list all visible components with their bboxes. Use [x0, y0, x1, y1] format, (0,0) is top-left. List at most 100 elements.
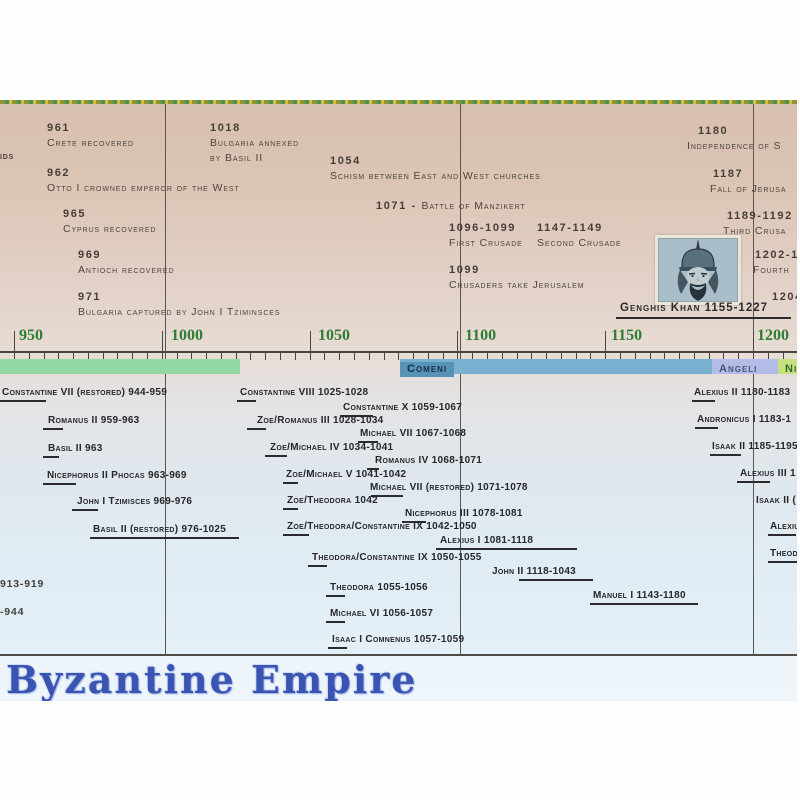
footer-strip	[0, 656, 797, 701]
emperor-entry: Nicephorus II Phocas 963-969	[47, 470, 187, 481]
emperor-reign-bar	[283, 534, 309, 536]
emperor-reign-bar	[0, 400, 46, 402]
emperor-reign-bar	[43, 456, 59, 458]
axis-tick	[383, 351, 385, 360]
emperor-entry: Michael VII 1067-1068	[360, 428, 467, 439]
event-text: Antioch recovered	[78, 264, 175, 276]
emperor-entry: Theod	[770, 548, 797, 559]
emperor-reign-bar	[283, 482, 298, 484]
axis-tick	[102, 351, 104, 360]
axis-tick	[679, 351, 681, 360]
axis-tick	[605, 331, 607, 360]
genghis-khan-reign-bar	[616, 317, 791, 319]
event-text: Otto I crowned emperor of the West	[47, 182, 240, 194]
poster-decorative-border	[0, 100, 797, 104]
emperor-entry: Constantine VII (restored) 944-959	[2, 387, 168, 398]
event-year: 965	[63, 208, 87, 220]
event-year: 961	[47, 122, 71, 134]
axis-tick	[546, 351, 548, 360]
axis-tick	[708, 351, 710, 360]
emperor-reign-bar	[308, 565, 327, 567]
poster-title: Byzantine Empire	[6, 657, 418, 701]
emperor-entry: Basil II 963	[48, 443, 103, 454]
emperor-reign-bar	[328, 647, 347, 649]
emperor-reign-bar	[436, 548, 577, 550]
emperor-reign-bar	[768, 561, 797, 563]
axis-tick	[634, 351, 636, 360]
century-gridline	[460, 104, 461, 655]
axis-tick	[73, 351, 75, 360]
event-text: Fourth	[753, 264, 790, 276]
axis-tick	[516, 351, 518, 360]
axis-tick	[220, 351, 222, 360]
axis-tick	[324, 351, 326, 360]
event-text: 1071 -	[376, 200, 422, 212]
axis-tick	[575, 351, 577, 360]
emperor-entry: Alexius II 1180-1183	[694, 387, 791, 398]
axis-tick	[132, 351, 134, 360]
emperor-entry: Theodora/Constantine IX 1050-1055	[312, 552, 482, 563]
emperor-entry: Alexius I 1081-1118	[440, 535, 534, 546]
emperor-reign-bar	[710, 454, 741, 456]
emperor-entry: Alexiu	[770, 521, 797, 532]
axis-tick	[353, 351, 355, 360]
emperor-entry: Zoe/Theodora 1042	[287, 495, 379, 506]
axis-tick	[501, 351, 503, 360]
axis-tick	[738, 351, 740, 360]
emperor-entry: Basil II (restored) 976-1025	[93, 524, 227, 535]
emperor-reign-bar	[340, 415, 373, 417]
axis-tick	[235, 351, 237, 360]
axis-year-label: 1000	[171, 327, 203, 344]
axis-tick	[368, 351, 370, 360]
event-text: Bulgaria captured by John I Tziminsces	[78, 306, 281, 318]
emperor-entry: Romanus II 959-963	[48, 415, 140, 426]
timeline-event: 1204	[772, 290, 797, 305]
axis-tick	[472, 351, 474, 360]
emperor-reign-bar	[265, 455, 287, 457]
event-text: Independence of S	[687, 140, 782, 152]
emperor-entry: Michael VII (restored) 1071-1078	[370, 482, 528, 493]
event-year: 1096-1099	[449, 222, 517, 234]
axis-year-label: 1050	[318, 327, 350, 344]
axis-tick	[265, 351, 267, 360]
timeline-event: 1071 - Battle of Manzikert	[376, 196, 526, 214]
timeline-poster: 95010001050110011501200ComeniAngeliNic96…	[0, 100, 797, 701]
axis-tick	[14, 331, 15, 360]
axis-tick	[619, 351, 621, 360]
angeli-band-label: Angeli	[719, 363, 758, 375]
axis-tick	[442, 351, 444, 360]
axis-tick	[58, 351, 60, 360]
axis-tick	[664, 351, 666, 360]
event-year: 1147-1149	[537, 222, 603, 234]
emperor-entry: Zoe/Michael V 1041-1042	[286, 469, 407, 480]
axis-tick	[753, 331, 754, 360]
emperor-entry: Alexius III 1	[740, 468, 796, 479]
event-year: 1099	[449, 264, 480, 276]
emperor-reign-bar	[519, 579, 593, 581]
axis-tick	[693, 351, 695, 360]
edge-text-fragment: -944	[0, 606, 25, 618]
axis-tick	[590, 351, 592, 360]
event-year: 1054	[330, 155, 361, 167]
axis-tick	[398, 351, 400, 360]
event-text: Cyprus recovered	[63, 223, 157, 235]
axis-tick	[176, 351, 178, 360]
emperor-entry: John I Tzimisces 969-976	[77, 496, 193, 507]
emperor-reign-bar	[768, 534, 796, 536]
event-text: Bulgaria annexed	[210, 137, 299, 149]
emperor-entry: John II 1118-1043	[492, 566, 577, 577]
emperor-reign-bar	[326, 595, 345, 597]
event-text: First Crusade	[449, 237, 523, 249]
axis-year-label: 1150	[611, 327, 643, 344]
century-gridline	[165, 104, 166, 655]
emperor-reign-bar	[90, 537, 239, 539]
angeli-band: Angeli	[712, 359, 778, 375]
emperor-reign-bar	[358, 441, 378, 443]
